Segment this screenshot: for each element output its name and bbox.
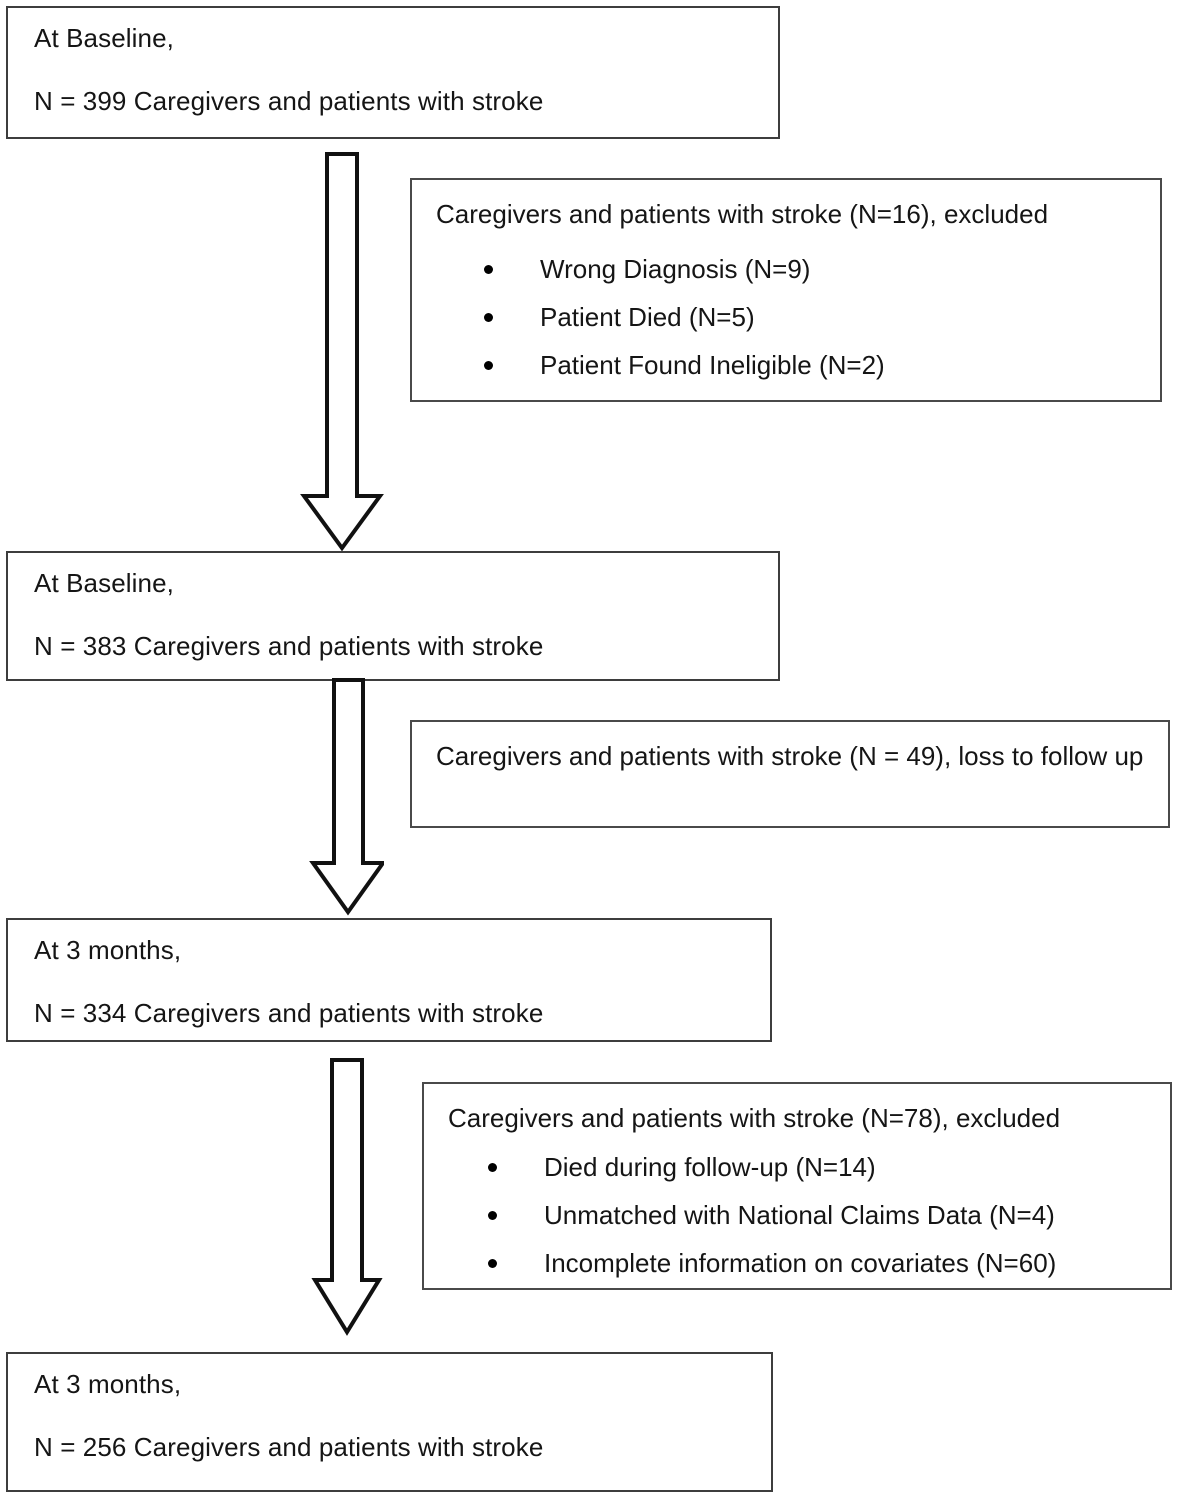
- node-months3-256-line1: At 3 months,: [34, 1369, 182, 1399]
- side-note-loss-to-followup-49-heading: Caregivers and patients with stroke (N =…: [436, 741, 1144, 771]
- node-baseline-399-line1: At Baseline,: [34, 23, 174, 53]
- side-note-excluded-16-bullets: Wrong Diagnosis (N=9) Patient Died (N=5)…: [478, 256, 885, 400]
- bullet-dot-icon: [484, 313, 493, 322]
- node-baseline-383: At Baseline, N = 383 Caregivers and pati…: [6, 551, 780, 681]
- list-item-label: Died during follow-up (N=14): [544, 1152, 876, 1182]
- node-baseline-383-line1: At Baseline,: [34, 568, 174, 598]
- node-baseline-383-text: At Baseline, N = 383 Caregivers and pati…: [34, 567, 764, 662]
- node-months3-334: At 3 months, N = 334 Caregivers and pati…: [6, 918, 772, 1042]
- side-note-excluded-78: Caregivers and patients with stroke (N=7…: [422, 1082, 1172, 1290]
- node-months3-256-line2: N = 256 Caregivers and patients with str…: [34, 1431, 544, 1462]
- list-item: Unmatched with National Claims Data (N=4…: [482, 1202, 1056, 1228]
- side-note-loss-to-followup-49: Caregivers and patients with stroke (N =…: [410, 720, 1170, 828]
- node-months3-256-text: At 3 months, N = 256 Caregivers and pati…: [34, 1368, 757, 1463]
- arrow-down-2: [300, 678, 384, 916]
- node-baseline-383-line2: N = 383 Caregivers and patients with str…: [34, 630, 544, 661]
- bullet-dot-icon: [484, 361, 493, 370]
- list-item: Incomplete information on covariates (N=…: [482, 1250, 1056, 1276]
- bullet-dot-icon: [488, 1163, 497, 1172]
- list-item-label: Wrong Diagnosis (N=9): [540, 254, 811, 284]
- arrow-down-3: [300, 1058, 384, 1336]
- list-item-label: Incomplete information on covariates (N=…: [544, 1248, 1057, 1278]
- arrow-down-1: [300, 152, 384, 552]
- node-baseline-399-text: At Baseline, N = 399 Caregivers and pati…: [34, 22, 764, 117]
- side-note-excluded-78-heading: Caregivers and patients with stroke (N=7…: [448, 1103, 1061, 1133]
- bullet-dot-icon: [488, 1259, 497, 1268]
- node-months3-334-line1: At 3 months,: [34, 935, 182, 965]
- list-item: Patient Died (N=5): [478, 304, 885, 330]
- node-months3-334-line2: N = 334 Caregivers and patients with str…: [34, 997, 544, 1028]
- side-note-excluded-16: Caregivers and patients with stroke (N=1…: [410, 178, 1162, 402]
- node-months3-256: At 3 months, N = 256 Caregivers and pati…: [6, 1352, 773, 1492]
- list-item-label: Patient Died (N=5): [540, 302, 755, 332]
- node-baseline-399-line2: N = 399 Caregivers and patients with str…: [34, 85, 544, 116]
- node-months3-334-text: At 3 months, N = 334 Caregivers and pati…: [34, 934, 756, 1029]
- bullet-dot-icon: [488, 1211, 497, 1220]
- side-note-excluded-78-bullets: Died during follow-up (N=14) Unmatched w…: [482, 1154, 1056, 1298]
- bullet-dot-icon: [484, 265, 493, 274]
- side-note-excluded-16-heading: Caregivers and patients with stroke (N=1…: [436, 199, 1049, 229]
- list-item-label: Patient Found Ineligible (N=2): [540, 350, 885, 380]
- list-item: Patient Found Ineligible (N=2): [478, 352, 885, 378]
- list-item: Wrong Diagnosis (N=9): [478, 256, 885, 282]
- node-baseline-399: At Baseline, N = 399 Caregivers and pati…: [6, 6, 780, 139]
- list-item-label: Unmatched with National Claims Data (N=4…: [544, 1200, 1055, 1230]
- list-item: Died during follow-up (N=14): [482, 1154, 1056, 1180]
